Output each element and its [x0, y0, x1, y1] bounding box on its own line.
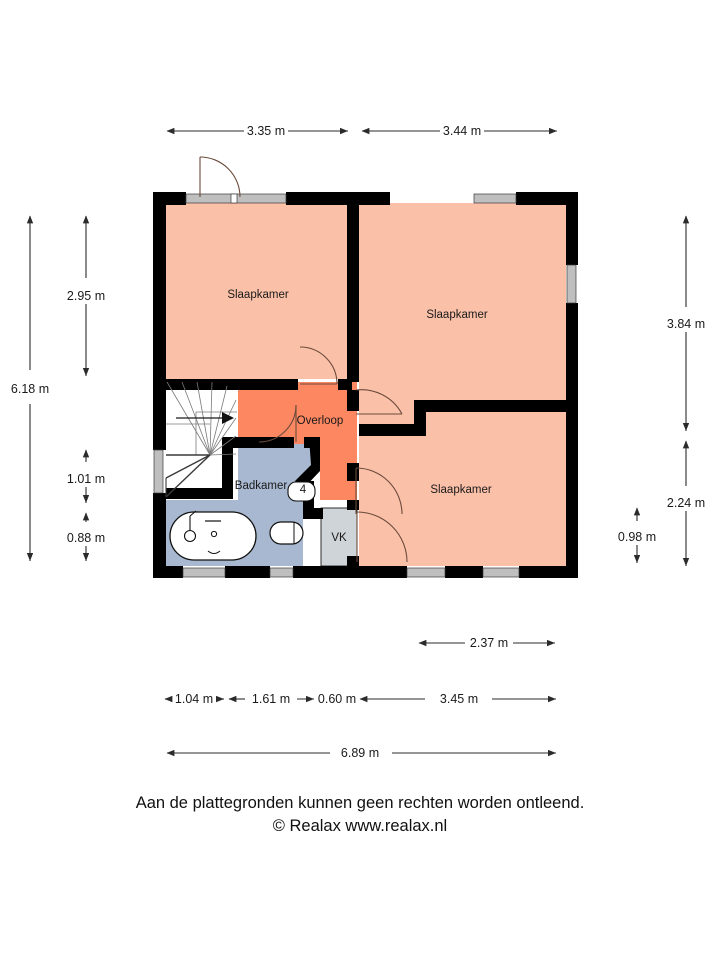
- walls: [153, 192, 578, 578]
- wall-right-lower: [566, 303, 578, 578]
- dimension-bottom-total: 6.89 m: [166, 746, 556, 760]
- room-label-bedroom-left: Slaapkamer: [227, 289, 289, 301]
- room-fill-bedroom-bottom-right: [359, 407, 566, 566]
- wall-right-bedrooms-divider-lower: [359, 424, 426, 436]
- dimension-label-bottom-237: 2.37 m: [470, 636, 508, 650]
- dimension-group-bottom: 2.37 m 1.04 m 1.61 m 0.60 m 3.45 m 6.89 …: [164, 636, 556, 760]
- bathtub-icon: [169, 510, 257, 561]
- dimension-label-bottom-345: 3.45 m: [440, 692, 478, 706]
- toilet-icon: [269, 521, 304, 545]
- dimension-bottom-237: 2.37 m: [418, 636, 555, 650]
- dimension-bottom-104: 1.04 m: [164, 692, 224, 706]
- dimension-label-bottom-161: 1.61 m: [252, 692, 290, 706]
- dimension-right-3: 0.98 m: [618, 507, 656, 563]
- wall-bathroom-corner-diagonal: [295, 437, 320, 489]
- dimension-right-2: 2.24 m: [667, 440, 705, 566]
- wall-bathroom-right-lower: [303, 508, 323, 519]
- window-bottom-3: [406, 567, 446, 578]
- dimension-group-right: 3.84 m 2.24 m 0.98 m: [618, 215, 705, 566]
- wall-interior-vertical-landing-b: [347, 463, 359, 481]
- window-right: [566, 264, 577, 304]
- door-closet-vk: [356, 511, 408, 563]
- windows: [153, 193, 577, 578]
- room-label-landing: Overloop: [297, 415, 344, 427]
- wall-top-right-stub: [516, 192, 578, 205]
- bathroom-fixtures: 4: [169, 481, 316, 561]
- dimension-label-right-2: 2.24 m: [667, 496, 705, 510]
- door-landing-to-bathroom: [258, 404, 297, 443]
- stair-direction-arrow: [176, 412, 234, 424]
- dimension-label-left-1: 2.95 m: [67, 289, 105, 303]
- room-fill-bedroom-top-right: [359, 203, 566, 432]
- dimension-left-2: 1.01 m: [67, 449, 105, 503]
- room-label-bathroom: Badkamer: [235, 480, 288, 492]
- footer-copyright: © Realax www.realax.nl: [273, 817, 447, 835]
- room-fill-landing: [237, 382, 357, 500]
- window-bottom-4: [482, 567, 520, 578]
- radiator-icon: 4: [287, 481, 316, 502]
- dimension-top-2: 3.44 m: [361, 124, 557, 138]
- room-labels: Slaapkamer Slaapkamer Slaapkamer Overloo…: [227, 289, 492, 544]
- window-bottom-1: [182, 567, 226, 578]
- dimension-bottom-345: 3.45 m: [359, 692, 556, 706]
- wall-bathroom-left-vertical: [222, 437, 233, 499]
- wall-right-upper: [566, 192, 578, 265]
- room-label-bedroom-top-right: Slaapkamer: [426, 309, 488, 321]
- wall-left-bedroom-bottom-b: [338, 379, 352, 390]
- dimension-label-bottom-total: 6.89 m: [341, 746, 379, 760]
- dimension-label-bottom-060: 0.60 m: [318, 692, 356, 706]
- dimension-left-1: 2.95 m: [67, 215, 105, 376]
- dimension-right-1: 3.84 m: [667, 215, 705, 431]
- dimension-label-top-1: 3.35 m: [247, 124, 285, 138]
- dimension-label-right-3: 0.98 m: [618, 530, 656, 544]
- wall-bottom-5: [519, 566, 578, 578]
- wall-top-mid: [286, 192, 390, 205]
- window-left: [153, 449, 164, 494]
- wall-interior-vertical-landing-c: [347, 500, 359, 510]
- dimension-bottom-161: 1.61 m: [228, 692, 314, 706]
- wall-interior-vertical-main: [347, 192, 359, 382]
- wall-bathroom-top-a: [222, 437, 294, 448]
- dimension-label-left-total: 6.18 m: [11, 382, 49, 396]
- staircase: [165, 381, 237, 498]
- wall-left-lower: [153, 493, 166, 578]
- dimension-label-bottom-104: 1.04 m: [175, 692, 213, 706]
- dimension-group-left: 6.18 m 2.95 m 1.01 m 0.88 m: [11, 215, 105, 561]
- wall-bottom-3: [293, 566, 407, 578]
- room-label-closet: VK: [331, 532, 347, 544]
- dimension-group-top: 3.35 m 3.44 m: [166, 124, 557, 138]
- dimension-top-1: 3.35 m: [166, 124, 348, 138]
- footer-disclaimer: Aan de plattegronden kunnen geen rechten…: [136, 794, 585, 812]
- wall-right-bedrooms-divider-upper: [414, 400, 566, 412]
- door-landing-to-bedroom-bottom-right: [355, 467, 403, 515]
- wall-bottom-1: [153, 566, 183, 578]
- wall-interior-vertical-closet: [347, 556, 359, 568]
- window-top-left: [185, 193, 287, 204]
- door-bedroom-left-to-landing: [299, 346, 338, 385]
- window-bottom-2: [269, 567, 294, 578]
- dimension-label-left-3: 0.88 m: [67, 531, 105, 545]
- wall-interior-vertical-landing-a: [347, 390, 359, 411]
- dimension-label-top-2: 3.44 m: [443, 124, 481, 138]
- wall-left-bedroom-bottom-a: [166, 379, 298, 390]
- footer: Aan de plattegronden kunnen geen rechten…: [136, 794, 585, 835]
- wall-bathroom-left-horizontal: [166, 488, 233, 499]
- dimension-left-3: 0.88 m: [67, 512, 105, 561]
- wall-left-upper: [153, 192, 166, 450]
- dimension-label-right-1: 3.84 m: [667, 317, 705, 331]
- doors: [199, 156, 408, 563]
- room-label-bedroom-bottom-right: Slaapkamer: [430, 484, 492, 496]
- door-landing-to-bedroom-top-right: [355, 389, 403, 415]
- dimension-left-total: 6.18 m: [11, 215, 49, 561]
- wall-bottom-4: [445, 566, 483, 578]
- svg-text:4: 4: [300, 484, 307, 496]
- dimension-label-left-2: 1.01 m: [67, 472, 105, 486]
- door-exterior-top-left: [199, 156, 241, 198]
- wall-bottom-2: [225, 566, 270, 578]
- dimension-bottom-060: 0.60 m: [318, 692, 356, 706]
- window-top-right: [473, 193, 517, 204]
